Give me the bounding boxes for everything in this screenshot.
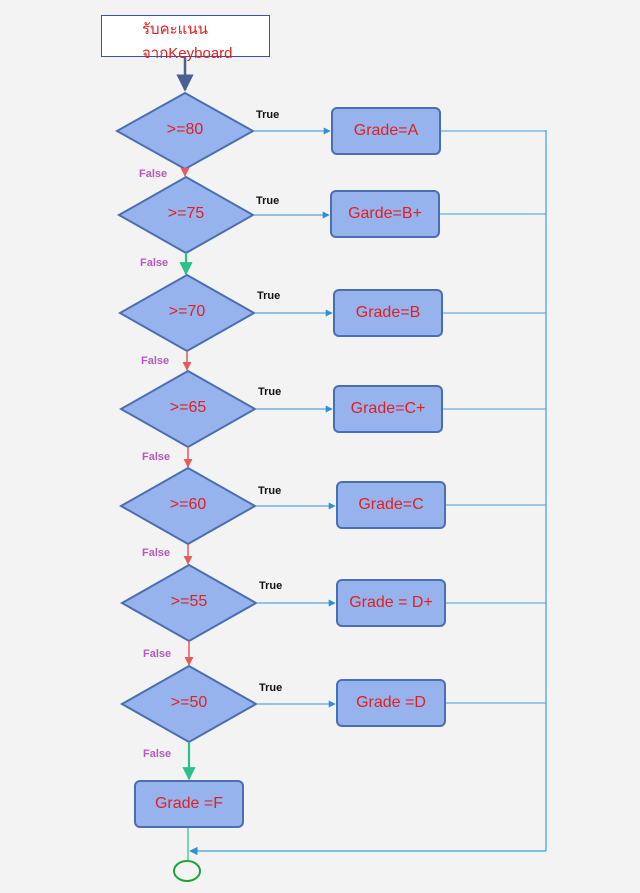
decision-label: >=75	[167, 205, 205, 222]
decision-label: >=60	[169, 496, 207, 513]
false-label: False	[139, 168, 168, 180]
grade-result-box: Grade=B	[333, 289, 443, 337]
true-label: True	[258, 485, 282, 497]
end-terminator	[173, 860, 201, 882]
false-label: False	[143, 748, 172, 760]
decision-label: >=55	[170, 593, 208, 610]
true-label: True	[258, 386, 282, 398]
grade-result-box: Grade=C+	[333, 385, 443, 433]
final-grade-box: Grade =F	[134, 780, 244, 828]
grade-result-box: Garde=B+	[330, 190, 440, 238]
false-label: False	[142, 547, 171, 559]
grade-result-box: Grade=A	[331, 107, 441, 155]
true-label: True	[259, 682, 283, 694]
decision-label: >=65	[169, 399, 207, 416]
true-label: True	[256, 109, 280, 121]
grade-result-box: Grade=C	[336, 481, 446, 529]
false-label: False	[140, 257, 169, 269]
decision-label: >=70	[168, 303, 206, 320]
true-label: True	[256, 195, 280, 207]
false-label: False	[143, 648, 172, 660]
start-line-1: รับคะแนน	[142, 21, 208, 38]
grade-result-box: Grade =D	[336, 679, 446, 727]
true-label: True	[257, 290, 281, 302]
false-label: False	[141, 355, 170, 367]
grade-result-box: Grade = D+	[336, 579, 446, 627]
start-line-2: จากKeyboard	[142, 45, 233, 62]
decision-label: >=80	[166, 121, 204, 138]
start-input-box: รับคะแนน จากKeyboard	[101, 15, 270, 62]
false-label: False	[142, 451, 171, 463]
decision-label: >=50	[170, 694, 208, 711]
true-label: True	[259, 580, 283, 592]
